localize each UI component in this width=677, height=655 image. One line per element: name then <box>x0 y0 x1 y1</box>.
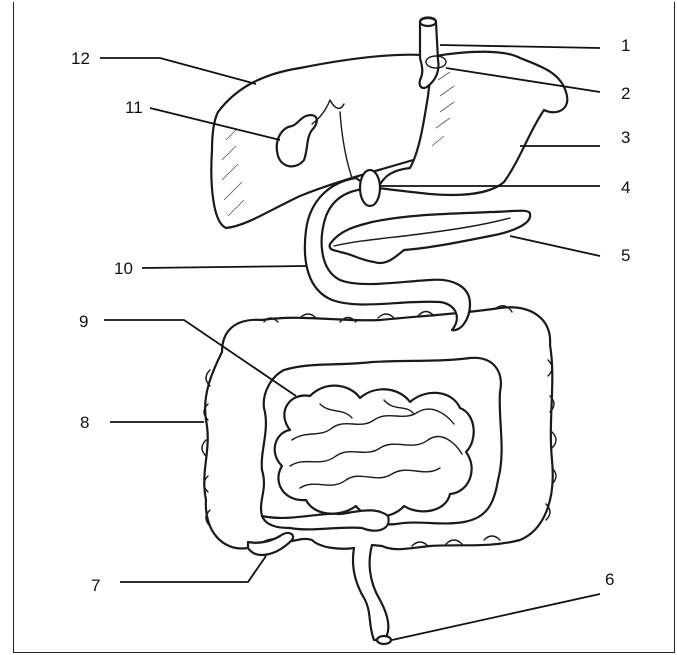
esophagus <box>420 18 439 89</box>
leader-line-6 <box>392 594 600 640</box>
label-6: 6 <box>605 570 614 589</box>
leader-line-5 <box>510 236 600 256</box>
leader-line-10 <box>142 266 306 268</box>
label-2: 2 <box>621 84 630 103</box>
label-9: 9 <box>79 312 88 331</box>
label-12: 12 <box>71 49 90 68</box>
leader-line-7 <box>120 556 266 582</box>
esophagus-opening <box>420 18 436 26</box>
pyloric-sphincter <box>360 170 380 206</box>
leader-line-12 <box>100 58 256 84</box>
label-1: 1 <box>621 36 630 55</box>
anus <box>377 636 391 644</box>
label-4: 4 <box>621 178 630 197</box>
pancreas <box>330 211 531 263</box>
label-5: 5 <box>621 246 630 265</box>
label-8: 8 <box>80 413 89 432</box>
label-11: 11 <box>125 98 143 117</box>
label-10: 10 <box>114 259 133 278</box>
leader-line-1 <box>440 45 600 48</box>
label-7: 7 <box>91 576 100 595</box>
label-3: 3 <box>621 128 630 147</box>
